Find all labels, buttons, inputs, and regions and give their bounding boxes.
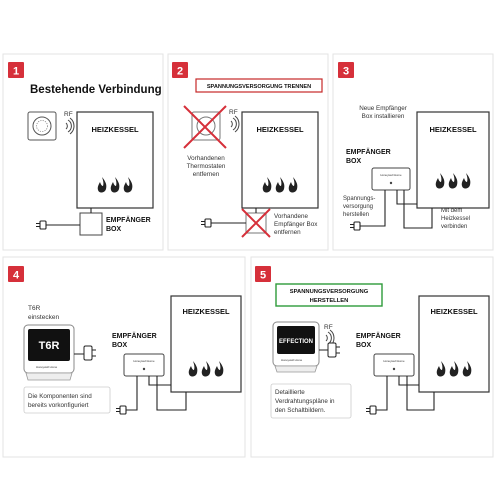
step-badge-5 [255,266,271,282]
receiver-label-line1: EMPFÄNGER [112,332,157,340]
wiring [211,208,257,224]
boiler: HEIZKESSEL [416,111,490,209]
thermostat-screen-text: T6R [39,340,60,352]
receiver-box [79,212,103,236]
connect-note-line2: Heizkessel [441,216,470,222]
panel-1-title: Bestehende Verbindung [30,84,162,96]
wiring [376,376,435,411]
rf-label: RF [229,109,238,116]
step-number-5: 5 [260,270,266,282]
thermostat-note-line3: entfernen [193,171,220,178]
power-note-line3: herstellen [343,212,369,218]
boiler: HEIZKESSEL [170,295,242,393]
boiler: HEIZKESSEL [241,111,319,209]
step-badge-1 [8,62,24,78]
step-number-1: 1 [13,66,19,78]
device-brand: Honeywell Home [380,173,402,177]
preconfig-note-line2: bereits vorkonfiguriert [28,402,89,409]
thermostat-brand: Honeywell Home [281,358,303,362]
remove-receiver-cross-icon [241,208,271,238]
plug-note-line2: einstecken [28,314,59,321]
panel-3: 3 Neue Empfänger Box installieren HEIZKE… [332,53,494,251]
device-brand: Honeywell Home [383,359,405,363]
thermostat-screen-text: EFFECTION [279,339,313,345]
power-note-line2: versorgung [343,204,373,210]
preconfig-note-line1: Die Komponenten sind [28,393,92,400]
boiler-label: HEIZKESSEL [182,307,230,316]
boiler-label: HEIZKESSEL [429,125,477,134]
step-badge-4 [8,266,24,282]
receiver-note-line3: entfernen [274,229,301,236]
receiver-note-line1: Vorhandene [274,213,308,220]
panel-2: 2 SPANNUNGSVERSORGUNG TRENNEN RF Vorhand… [167,53,329,251]
connect-note-line3: verbinden [441,224,467,230]
plug-note-line1: T6R [28,305,41,312]
connect-note-line1: Mit dem [441,208,462,214]
panel-4: 4 T6R einstecken T6R Honeywell Home Die … [2,256,246,458]
receiver-note-line2: Empfänger Box [274,221,318,228]
receiver-box: Honeywell Home [373,353,415,377]
rf-label: RF [64,111,73,118]
install-note-line1: Neue Empfänger [359,105,407,112]
receiver-label-line2: BOX [106,226,122,233]
plans-note-line2: Verdrahtungspläne in [275,398,335,405]
wiring [126,376,187,411]
receiver-label-line2: BOX [356,342,372,349]
info-box: Detaillierte Verdrahtungspläne in den Sc… [270,383,352,419]
boiler-label: HEIZKESSEL [430,307,478,316]
plans-note-line3: den Schaltbildern. [275,407,326,414]
boiler: HEIZKESSEL [418,295,490,393]
rf-label: RF [324,324,333,331]
power-note-line1: Spannungs- [343,196,375,202]
receiver-label-line1: EMPFÄNGER [356,332,401,340]
t6r-thermostat: EFFECTION Honeywell Home [272,321,320,373]
info-box: Die Komponenten sind bereits vorkonfigur… [23,386,111,414]
power-off-banner-text: SPANNUNGSVERSORGUNG TRENNEN [207,84,311,90]
t6r-thermostat: T6R Honeywell Home [23,324,75,381]
new-receiver-box: Honeywell Home [371,167,411,191]
power-off-banner [195,78,323,93]
step-number-2: 2 [177,66,183,78]
step-number-4: 4 [13,270,20,282]
wiring [360,190,433,229]
plans-note-line1: Detaillierte [275,389,305,396]
remove-thermostat-cross-icon [183,105,227,149]
receiver-label-line1: EMPFÄNGER [106,216,151,224]
install-note-line2: Box installieren [362,113,405,120]
t6r-power-adapter-icon [319,342,340,358]
boiler-label: HEIZKESSEL [91,125,139,134]
boiler-label: HEIZKESSEL [256,125,304,134]
receiver-label-line1: EMPFÄNGER [346,148,391,156]
thermostat-brand: Honeywell Home [36,365,58,369]
receiver-label-line2: BOX [112,342,128,349]
panel-1: 1 Bestehende Verbindung RF HEIZKESSEL EM… [2,53,164,251]
panel-5: 5 SPANNUNGSVERSORGUNG HERSTELLEN EFFECTI… [250,256,494,458]
thermostat-note-line2: Thermostaten [187,163,226,170]
receiver-box: Honeywell Home [123,353,165,377]
device-brand: Honeywell Home [133,359,155,363]
power-on-banner-line2: HERSTELLEN [310,298,349,304]
room-thermostat [27,111,57,141]
boiler: HEIZKESSEL [76,111,154,209]
receiver-label-line2: BOX [346,158,362,165]
power-on-banner-line1: SPANNUNGSVERSORGUNG [290,289,369,295]
thermostat-note-line1: Vorhandenen [187,155,225,162]
wiring [46,208,92,226]
step-badge-2 [172,62,188,78]
step-number-3: 3 [343,66,349,78]
step-badge-3 [338,62,354,78]
t6r-power-adapter-icon [74,345,96,361]
power-on-banner [275,283,383,307]
